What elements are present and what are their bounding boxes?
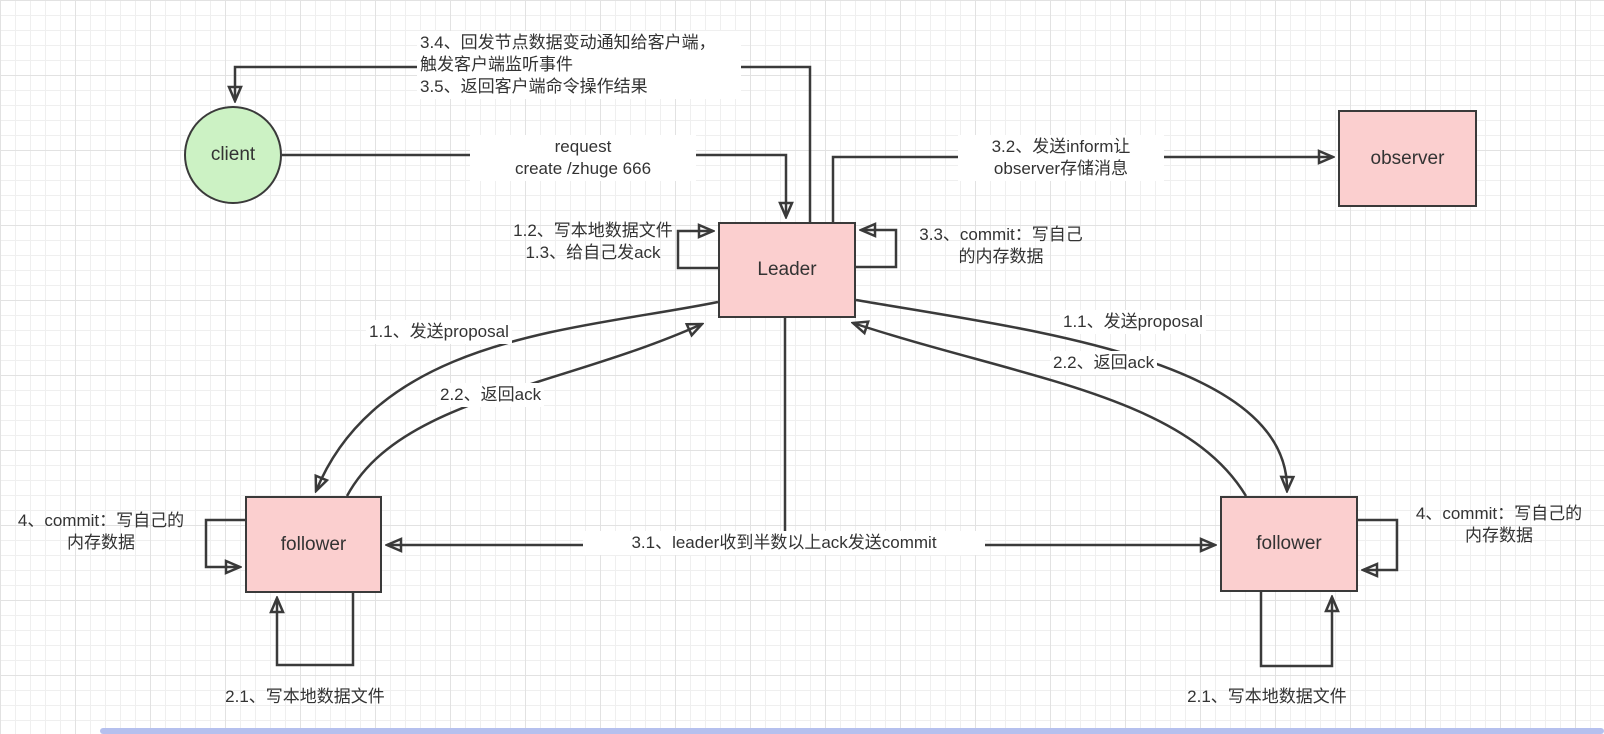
- edge-follower-right-self-loop-side[interactable]: [1358, 518, 1399, 570]
- edge-proposal-to-follower-left[interactable]: [316, 300, 719, 491]
- label-follower-right-commit: 4、commit：写自己的 内存数据: [1415, 504, 1583, 545]
- node-observer[interactable]: observer: [1338, 110, 1477, 207]
- label-notify-steps: 3.4、回发节点数据变动通知给客户端， 触发客户端监听事件 3.5、返回客户端命…: [417, 31, 741, 99]
- node-follower-right-label: follower: [1256, 533, 1322, 554]
- node-follower-right[interactable]: follower: [1220, 496, 1358, 592]
- edge-ack-from-follower-left[interactable]: [345, 324, 702, 497]
- edge-leader-inform-to-observer[interactable]: [831, 157, 1333, 222]
- label-ack-right: 2.2、返回ack: [1050, 351, 1158, 375]
- label-leader-local-write: 1.2、写本地数据文件 1.3、给自己发ack: [513, 221, 673, 262]
- label-ack-left: 2.2、返回ack: [437, 383, 545, 407]
- node-client-label: client: [210, 144, 256, 165]
- edge-client-request-to-leader[interactable]: [282, 153, 786, 217]
- node-client[interactable]: client: [184, 106, 282, 204]
- label-follower-left-local-write: 2.1、写本地数据文件: [225, 687, 385, 706]
- label-inform: 3.2、发送inform让 observer存储消息: [958, 135, 1164, 181]
- label-follower-right-local-write: 2.1、写本地数据文件: [1187, 687, 1347, 706]
- edge-follower-left-self-loop-side[interactable]: [204, 518, 245, 567]
- edge-leader-self-loop-right[interactable]: [856, 230, 898, 269]
- horizontal-scrollbar[interactable]: [100, 728, 1604, 734]
- label-request: request create /zhuge 666: [470, 135, 696, 181]
- node-leader-label: Leader: [757, 259, 817, 280]
- label-leader-self-commit: 3.3、commit：写自己 的内存数据: [919, 225, 1083, 266]
- label-commit-broadcast: 3.1、leader收到半数以上ack发送commit: [583, 531, 985, 555]
- edge-ack-from-follower-right[interactable]: [853, 323, 1248, 497]
- label-follower-left-commit: 4、commit：写自己的 内存数据: [17, 511, 185, 552]
- edge-follower-right-self-loop-bottom[interactable]: [1259, 592, 1332, 668]
- label-proposal-right: 1.1、发送proposal: [1060, 310, 1206, 334]
- label-proposal-left: 1.1、发送proposal: [366, 320, 512, 344]
- node-follower-left[interactable]: follower: [245, 496, 382, 593]
- node-follower-left-label: follower: [280, 533, 347, 555]
- edge-follower-left-self-loop-bottom[interactable]: [277, 593, 355, 667]
- node-leader[interactable]: Leader: [718, 222, 856, 318]
- node-observer-label: observer: [1370, 147, 1445, 169]
- edge-leader-self-loop-left[interactable]: [676, 231, 718, 270]
